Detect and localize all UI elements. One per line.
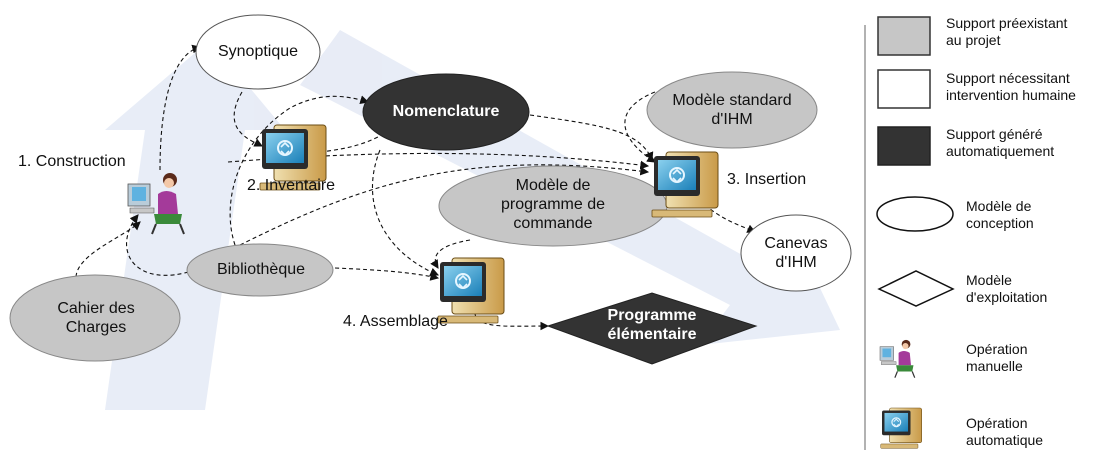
legend-humain: Support nécessitant intervention humaine <box>946 70 1076 103</box>
legend-automatique: Opération automatique <box>966 415 1044 448</box>
legend-grey-swatch <box>877 16 931 56</box>
legend-white-swatch <box>877 69 931 109</box>
legend <box>864 16 955 450</box>
step-construction: 1. Construction <box>18 153 126 170</box>
programme-label: Programme élémentaire <box>607 307 697 343</box>
legend-genere: Support généré automatiquement <box>946 126 1055 159</box>
cahier-label: Cahier des Charges <box>57 300 135 336</box>
legend-diamond-shape <box>877 270 955 307</box>
canevas-node <box>740 214 852 292</box>
step-inventaire: 2. Inventaire <box>247 177 336 194</box>
modele-programme-label: Modèle de programme de commande <box>500 177 606 232</box>
bibliotheque-label: Bibliothèque <box>216 261 306 278</box>
step-insertion: 3. Insertion <box>727 171 807 188</box>
cahier-node <box>9 274 181 362</box>
legend-preexistant: Support préexistant au projet <box>946 15 1068 48</box>
modele-standard-label: Modèle standard d'IHM <box>672 92 792 128</box>
legend-dark-swatch <box>877 126 931 166</box>
canevas-label: Canevas d'IHM <box>764 235 828 271</box>
legend-exploitation: Modèle d'exploitation <box>966 272 1048 305</box>
nomenclature-node <box>362 73 530 151</box>
nomenclature-label: Nomenclature <box>392 103 500 120</box>
step-assemblage: 4. Assemblage <box>343 313 448 330</box>
legend-manual-icon <box>879 339 916 379</box>
synoptique-node <box>195 14 321 90</box>
bibliotheque-node <box>186 243 334 297</box>
legend-ellipse-shape <box>876 196 954 232</box>
synoptique-label: Synoptique <box>217 43 299 60</box>
legend-manuelle: Opération manuelle <box>966 341 1028 374</box>
legend-conception: Modèle de conception <box>966 198 1034 231</box>
legend-auto-icon <box>880 407 923 449</box>
programme-node <box>546 292 758 365</box>
modele-standard-node <box>646 71 818 149</box>
